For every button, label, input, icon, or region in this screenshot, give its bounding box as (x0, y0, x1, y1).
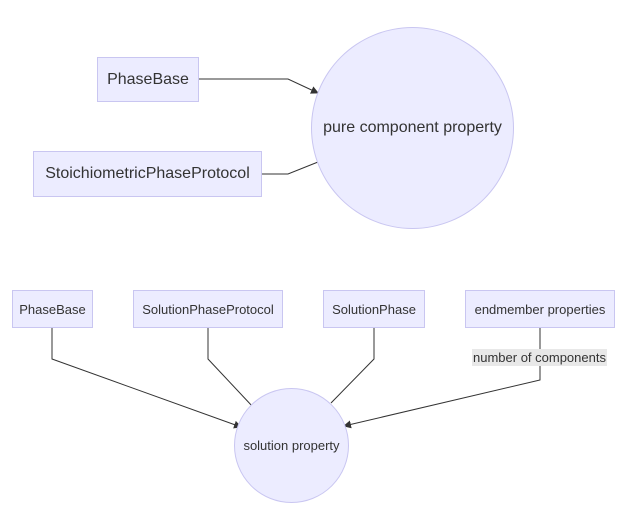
edge-phasebase-to-pure-component-property (199, 78, 319, 94)
node-solution-phase: SolutionPhase (323, 290, 425, 328)
edge-solutionphase-to-solution-property (330, 328, 375, 404)
node-endmember-properties: endmember properties (465, 290, 615, 328)
node-stoichiometric-phase-protocol: StoichiometricPhaseProtocol (33, 151, 262, 197)
edge-stoichiometric-to-pure-component-property (262, 161, 319, 175)
node-label: StoichiometricPhaseProtocol (45, 165, 250, 182)
node-label: PhaseBase (107, 70, 189, 88)
node-label: solution property (243, 438, 340, 453)
node-label: SolutionPhase (332, 301, 416, 317)
node-solution-property: solution property (234, 388, 349, 503)
node-label: pure component property (323, 119, 502, 136)
node-label: SolutionPhaseProtocol (142, 301, 274, 317)
node-phasebase-bottom: PhaseBase (12, 290, 93, 328)
edge-solutionphaseprotocol-to-solution-property (207, 328, 254, 408)
edge-label-number-of-components: number of components (472, 349, 607, 366)
node-solution-phase-protocol: SolutionPhaseProtocol (133, 290, 283, 328)
edge-endmember-to-solution-property (343, 328, 541, 429)
node-pure-component-property: pure component property (311, 27, 514, 229)
node-label: endmember properties (474, 301, 606, 317)
edge-phasebase-to-solution-property (51, 328, 242, 429)
node-phasebase-top: PhaseBase (97, 57, 199, 102)
node-label: PhaseBase (19, 301, 86, 317)
